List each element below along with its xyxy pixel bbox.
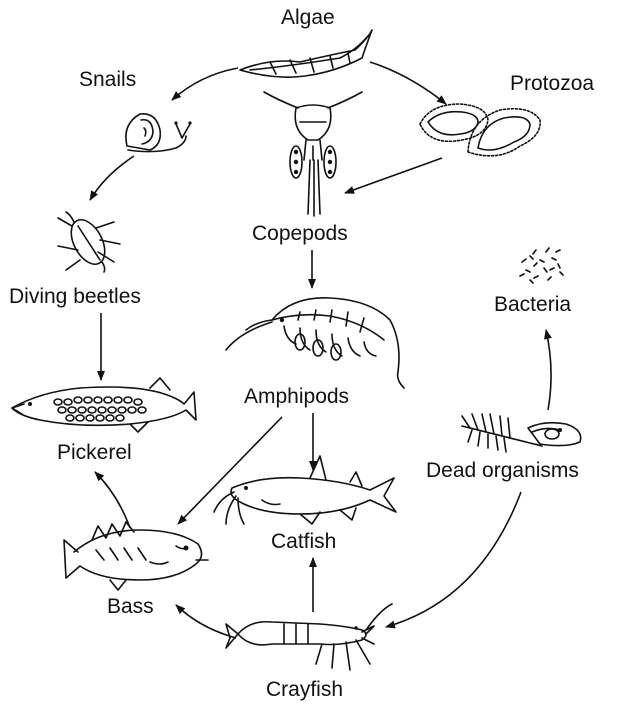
label-pickerel: Pickerel: [57, 442, 132, 463]
snails-illustration: [126, 114, 192, 152]
pickerel-illustration: [12, 378, 196, 432]
algae-illustration: [240, 30, 372, 77]
label-bacteria: Bacteria: [494, 294, 571, 315]
label-crayfish: Crayfish: [266, 679, 343, 700]
arrow-dead-organisms-to-crayfish: [386, 492, 521, 627]
arrow-dead-organisms-to-bacteria: [546, 330, 551, 410]
bacteria-illustration: [520, 248, 563, 283]
label-copepods: Copepods: [252, 223, 348, 244]
copepods-illustration: [264, 92, 362, 216]
arrow-algae-to-snails: [172, 68, 238, 100]
label-snails: Snails: [79, 69, 136, 90]
arrow-crayfish-to-bass: [176, 605, 236, 638]
protozoa-illustration: [420, 104, 540, 156]
arrow-snails-to-diving-beetles: [90, 156, 134, 200]
arrow-algae-to-protozoa: [370, 62, 446, 104]
bass-illustration: [64, 522, 208, 590]
label-diving-beetles: Diving beetles: [9, 286, 141, 307]
label-catfish: Catfish: [271, 531, 336, 552]
dead-organisms-illustration: [462, 414, 581, 452]
label-algae: Algae: [281, 7, 335, 28]
catfish-illustration: [214, 456, 396, 524]
label-dead-organisms: Dead organisms: [426, 460, 579, 481]
arrow-bass-to-pickerel: [95, 472, 130, 528]
label-protozoa: Protozoa: [510, 73, 594, 94]
diving-beetles-illustration: [58, 212, 120, 272]
arrow-protozoa-to-copepods: [345, 158, 442, 193]
amphipods-illustration: [226, 298, 404, 388]
label-bass: Bass: [107, 596, 154, 617]
label-amphipods: Amphipods: [244, 386, 349, 407]
crayfish-illustration: [226, 604, 392, 670]
